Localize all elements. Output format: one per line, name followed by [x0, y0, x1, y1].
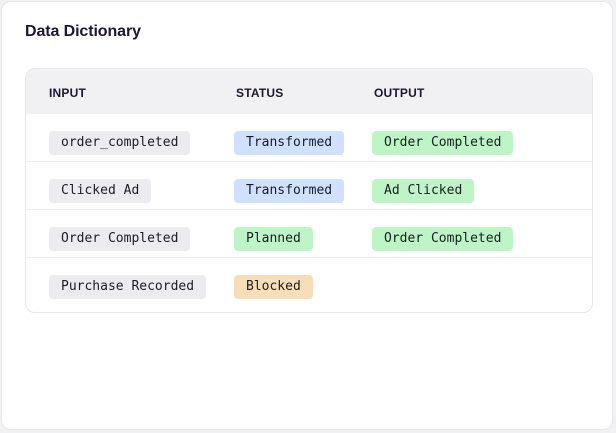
table-row[interactable]: Order Completed Planned Order Completed	[26, 210, 592, 258]
input-pill: Purchase Recorded	[49, 275, 207, 299]
output-pill: Ad Clicked	[372, 179, 475, 203]
table-header: INPUT STATUS OUTPUT	[26, 69, 592, 114]
column-header-status: STATUS	[236, 86, 284, 100]
table-row[interactable]: Clicked Ad Transformed Ad Clicked	[26, 162, 592, 210]
page-title: Data Dictionary	[25, 23, 141, 40]
column-header-input: INPUT	[49, 86, 86, 100]
status-badge: Transformed	[234, 179, 345, 203]
column-header-output: OUTPUT	[374, 86, 425, 100]
status-badge: Blocked	[234, 275, 313, 299]
status-badge: Transformed	[234, 131, 345, 155]
status-badge: Planned	[234, 227, 313, 251]
input-pill: Clicked Ad	[49, 179, 152, 203]
output-pill: Order Completed	[372, 131, 514, 155]
input-pill: Order Completed	[49, 227, 191, 251]
output-pill: Order Completed	[372, 227, 514, 251]
input-pill: order_completed	[49, 131, 191, 155]
data-dictionary-table: INPUT STATUS OUTPUT order_completed Tran…	[25, 68, 593, 313]
table-row[interactable]: Purchase Recorded Blocked	[26, 258, 592, 306]
table-row[interactable]: order_completed Transformed Order Comple…	[26, 114, 592, 162]
